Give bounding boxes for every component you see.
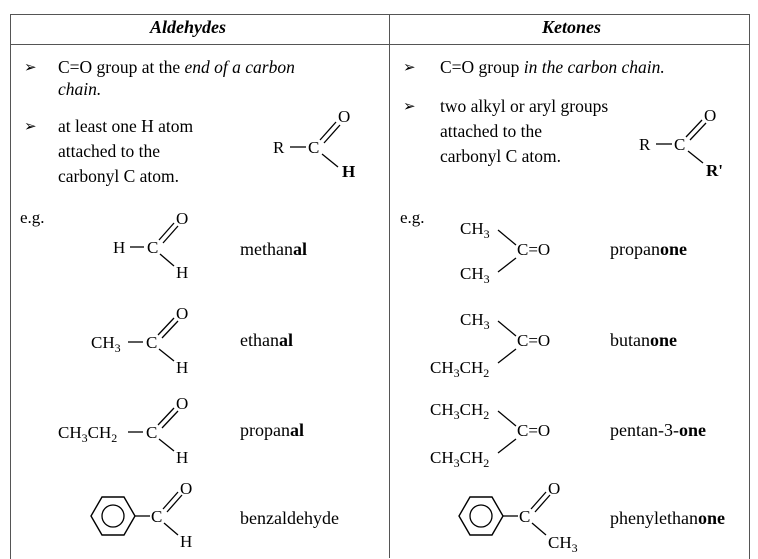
propanone-name: propanone: [610, 239, 687, 259]
svg-text:C=O: C=O: [517, 421, 550, 440]
svg-text:H: H: [176, 358, 188, 377]
ket-point2-line3: carbonyl C atom.: [440, 146, 562, 166]
svg-text:H: H: [113, 238, 125, 257]
bullet-icon: ➢: [24, 60, 37, 76]
ald-point1-line1: C=O group at the end of a carbon: [58, 57, 295, 77]
svg-text:CH3: CH3: [460, 219, 490, 241]
svg-text:C: C: [519, 507, 530, 526]
propanone-structure: CH3 C=O CH3: [460, 219, 550, 286]
aldehyde-general-structure: R C O H: [273, 107, 355, 181]
svg-text:CH3CH2: CH3CH2: [430, 358, 489, 380]
svg-text:O: O: [176, 210, 188, 228]
svg-text:O: O: [176, 305, 188, 323]
svg-text:R: R: [639, 135, 651, 154]
propanal-structure: CH3CH2 C O H: [58, 395, 188, 467]
propanal-name: propanal: [240, 420, 304, 440]
ket-point1: C=O group in the carbon chain.: [440, 57, 665, 77]
bullet-icon: ➢: [403, 60, 416, 76]
hydrogen-atom: H: [342, 162, 355, 181]
butanone-name: butanone: [610, 330, 677, 350]
benzaldehyde-name: benzaldehyde: [240, 508, 339, 528]
benzaldehyde-structure: C O H: [90, 482, 192, 551]
svg-text:CH3: CH3: [460, 310, 490, 332]
pentanone-name: pentan-3-one: [610, 420, 706, 440]
methanal-structure: H C O H: [113, 210, 188, 282]
table-frame: [10, 14, 750, 559]
svg-text:C: C: [147, 238, 158, 257]
svg-text:C=O: C=O: [517, 240, 550, 259]
svg-text:C: C: [151, 507, 162, 526]
ethanal-name: ethanal: [240, 330, 293, 350]
oxygen-atom: O: [338, 107, 350, 126]
svg-text:H: H: [180, 532, 192, 551]
methanal-name: methanal: [240, 239, 307, 259]
ket-point2-line2: attached to the: [440, 121, 543, 141]
ald-point1-line2: chain.: [58, 79, 102, 99]
bullet-icon: ➢: [403, 99, 416, 115]
svg-text:R': R': [706, 161, 723, 180]
svg-text:CH3CH2: CH3CH2: [430, 400, 489, 422]
svg-text:CH3: CH3: [548, 533, 578, 555]
ald-point2-line2: attached to the: [58, 141, 161, 161]
svg-text:C: C: [146, 423, 157, 442]
svg-text:H: H: [176, 263, 188, 282]
svg-text:C: C: [146, 333, 157, 352]
bullet-icon: ➢: [24, 119, 37, 135]
ald-eg-label: e.g.: [20, 208, 45, 227]
svg-text:O: O: [180, 482, 192, 498]
benzene-ring-icon: [458, 496, 504, 536]
svg-text:CH3CH2: CH3CH2: [430, 448, 489, 470]
svg-text:O: O: [548, 480, 560, 498]
svg-text:C=O: C=O: [517, 331, 550, 350]
svg-text:O: O: [176, 395, 188, 413]
ketone-general-structure: R C O R': [639, 106, 723, 180]
ald-point2-line3: carbonyl C atom.: [58, 166, 180, 186]
phenylethanone-name: phenylethanone: [610, 508, 725, 528]
ethanal-structure: CH3 C O H: [91, 305, 188, 377]
ald-point2-line1: at least one H atom: [58, 116, 194, 136]
svg-text:O: O: [704, 106, 716, 125]
carbon-atom: C: [308, 138, 319, 157]
column-divider: [389, 14, 390, 558]
butanone-structure: CH3 C=O CH3CH2: [430, 310, 550, 380]
ket-point2-line1: two alkyl or aryl groups: [440, 96, 609, 116]
benzene-ring-icon: [90, 496, 136, 536]
svg-text:C: C: [674, 135, 685, 154]
svg-text:CH3: CH3: [91, 333, 121, 355]
r-group: R: [273, 138, 285, 157]
svg-text:H: H: [176, 448, 188, 467]
header-aldehydes: Aldehydes: [150, 17, 226, 37]
header-divider: [10, 44, 749, 45]
svg-text:CH3: CH3: [460, 264, 490, 286]
phenylethanone-structure: C O CH3: [458, 480, 578, 555]
ket-eg-label: e.g.: [400, 208, 425, 227]
svg-text:CH3CH2: CH3CH2: [58, 423, 117, 445]
header-ketones: Ketones: [542, 17, 602, 37]
pentanone-structure: CH3CH2 C=O CH3CH2: [430, 400, 550, 470]
